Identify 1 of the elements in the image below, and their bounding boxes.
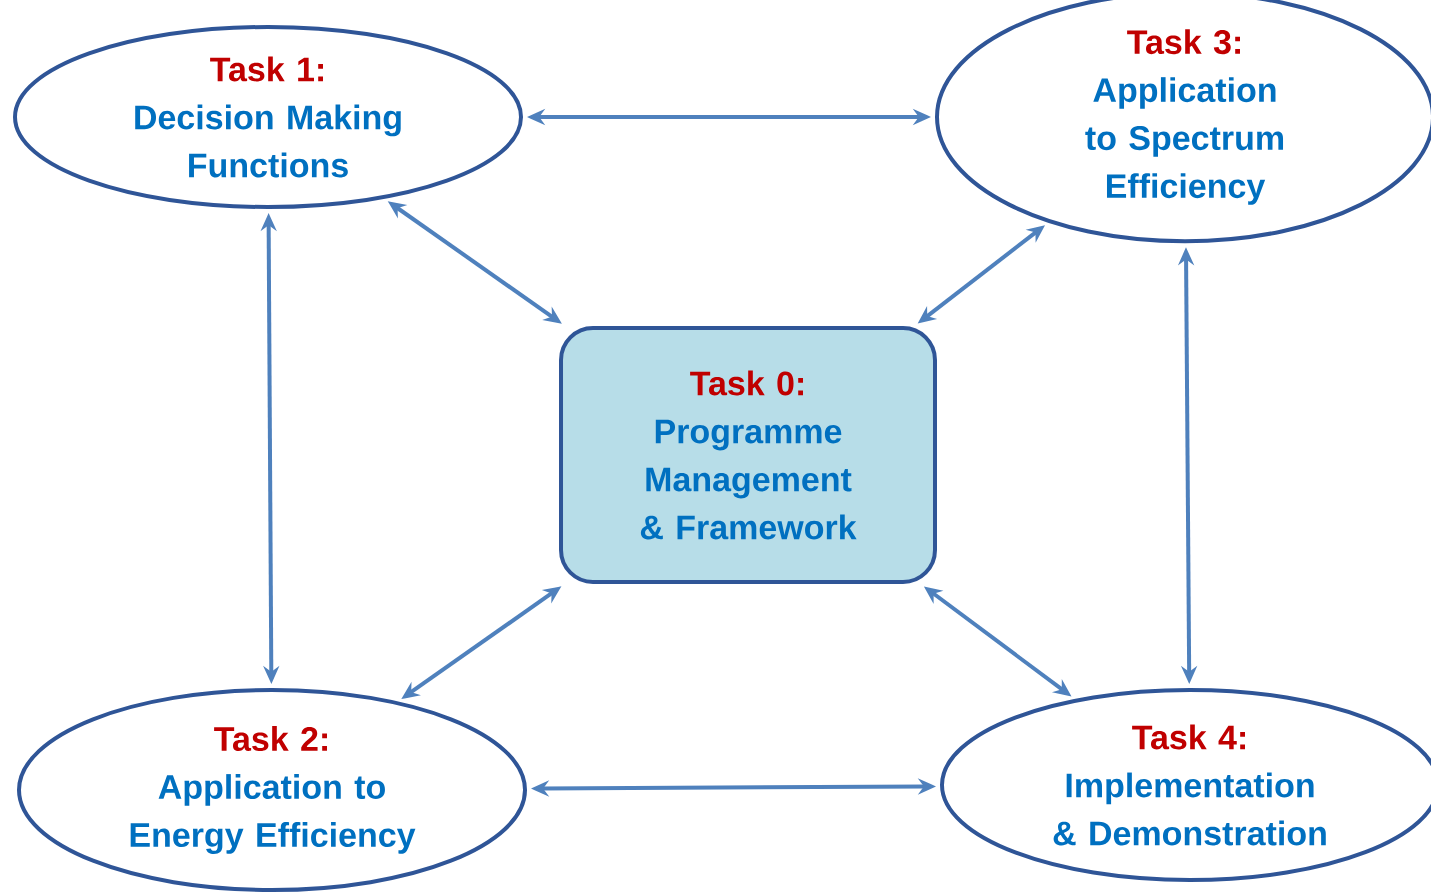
- task-box: Task 0: Programme Management & Framework: [559, 326, 937, 584]
